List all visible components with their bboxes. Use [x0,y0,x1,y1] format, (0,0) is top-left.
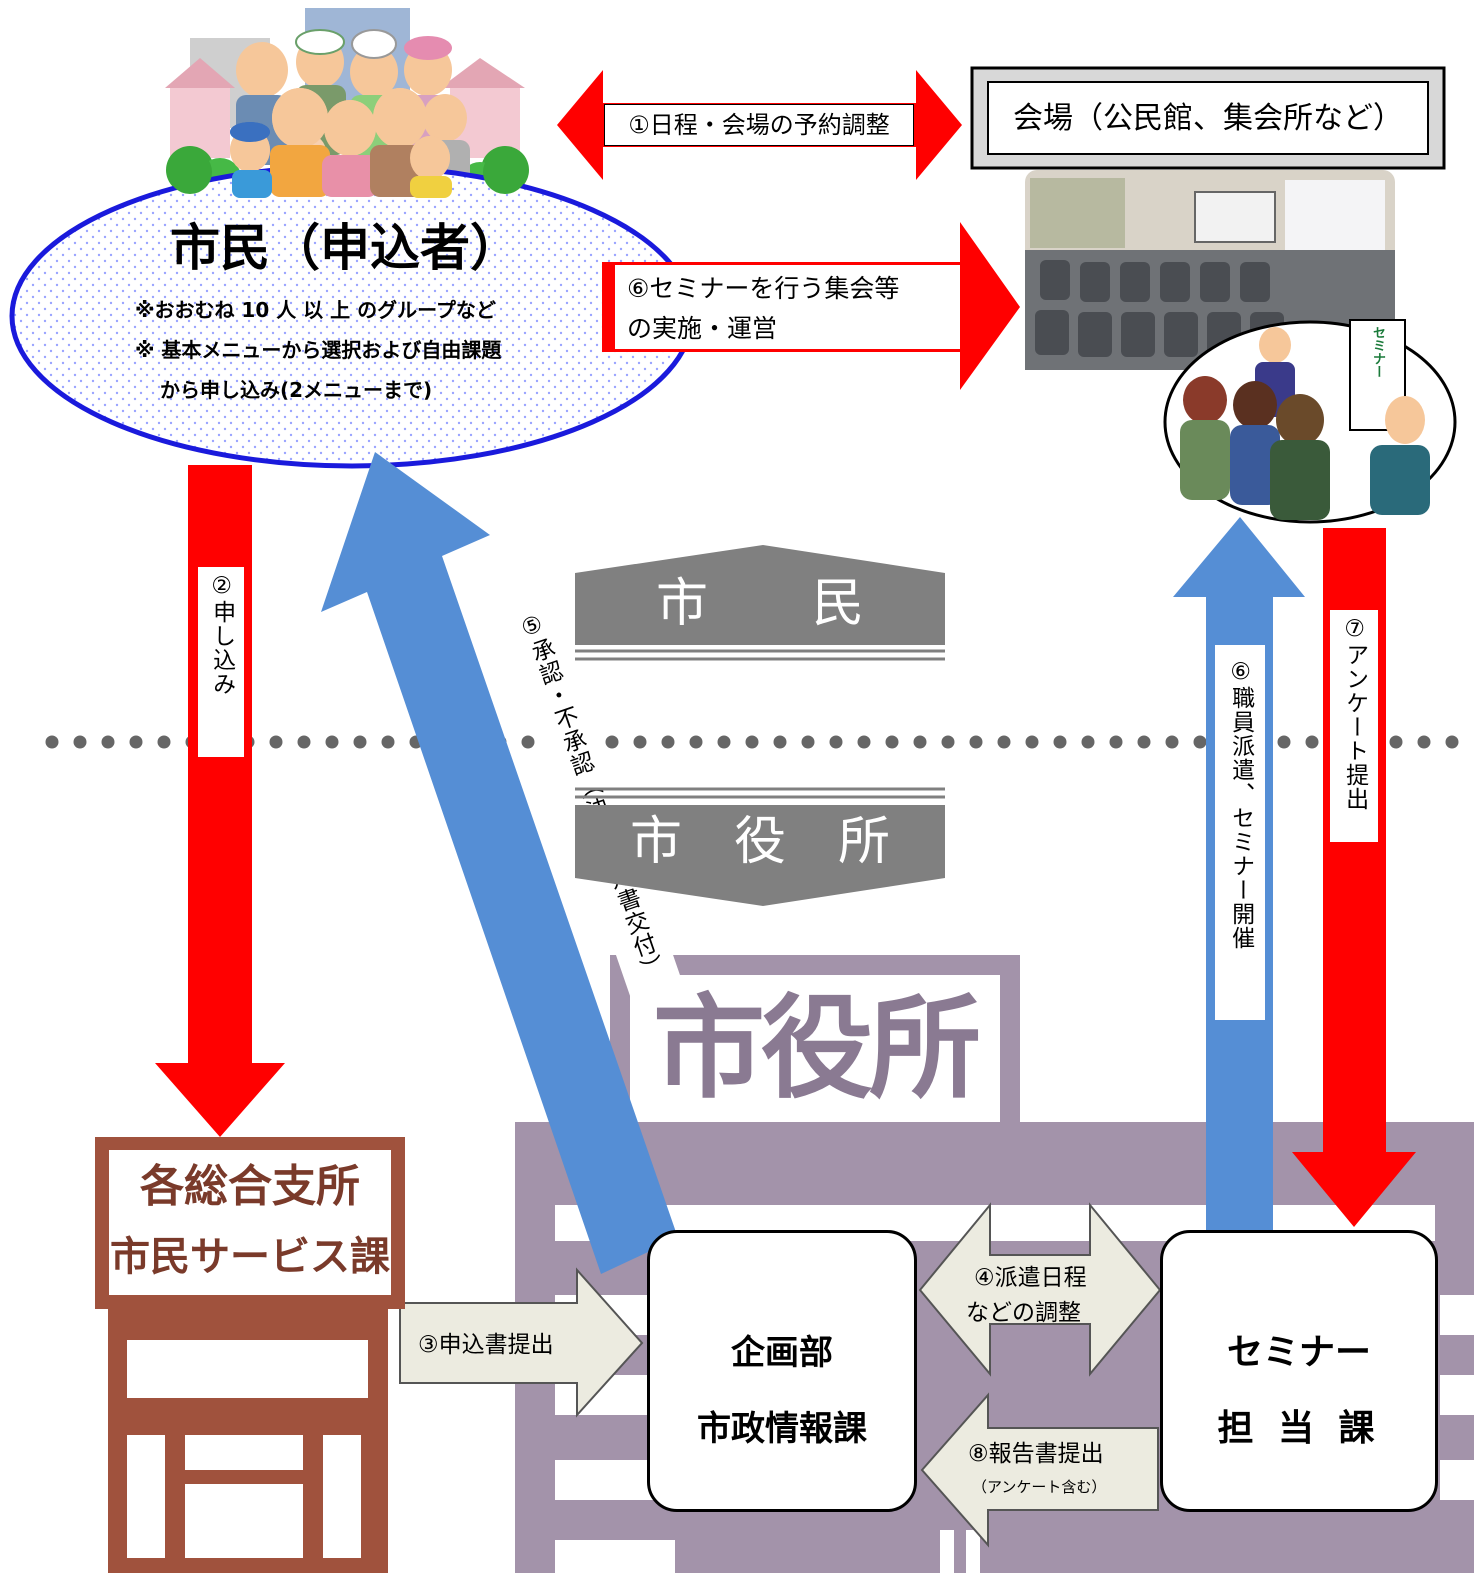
step6-vertical-label: ⑥職員派遣、セミナー開催 [1215,645,1265,1020]
planning-department-line2: 市政情報課 [697,1409,867,1449]
step7-down-arrow [1292,528,1416,1227]
step3-right-arrow [399,1267,644,1418]
step3-label: ③申込書提出 [418,1332,554,1358]
step4-label-line1: ④派遣日程 [974,1265,1087,1291]
planning-department-line1: 企画部 [731,1333,833,1373]
step6-top-label-line2: の実施・運営 [627,314,778,343]
step8-left-arrow [920,1392,1159,1548]
step6-top-label-line1: ⑥セミナーを行う集会等 [627,274,900,303]
step5-diagonal-arrow [321,452,678,1274]
citizen-note-3: から申し込み(2メニューまで) [160,378,433,402]
step1-label: ①日程・会場の予約調整 [604,104,914,146]
step2-down-arrow [155,465,285,1137]
zone-cityhall-label: 市 役 所 [629,812,890,872]
step7-label: ⑦アンケート提出 [1330,610,1378,842]
seminar-board-text: セミナー [1370,326,1385,378]
zone-citizen-label: 市 民 [655,574,864,634]
step4-label-line2: などの調整 [966,1300,1081,1326]
seminar-department-line2: 担 当 課 [1217,1408,1381,1449]
step6-top-label-box: ⑥セミナーを行う集会等 の実施・運営 [615,265,960,349]
branch-office-label-line1: 各総合支所 [140,1161,360,1212]
branch-office-label-line2: 市民サービス課 [110,1234,390,1280]
citizen-note-1: ※おおむね 10 人 以 上 のグループなど [135,298,496,322]
venue-title: 会場（公民館、集会所など） [1013,101,1403,136]
planning-department-box: 企画部 市政情報課 [647,1230,917,1512]
cityhall-sign-text: 市役所 [653,984,981,1114]
citizen-title: 市民（申込者） [170,219,520,277]
seminar-department-box: セミナー 担 当 課 [1160,1230,1438,1512]
step8-label-line2: （アンケート含む） [972,1478,1107,1496]
step8-label-line1: ⑧報告書提出 [968,1441,1104,1467]
citizen-note-2: ※ 基本メニューから選択および自由課題 [135,338,502,362]
seminar-department-line1: セミナー [1226,1332,1371,1373]
step2-label: ②申し込み [198,567,244,757]
